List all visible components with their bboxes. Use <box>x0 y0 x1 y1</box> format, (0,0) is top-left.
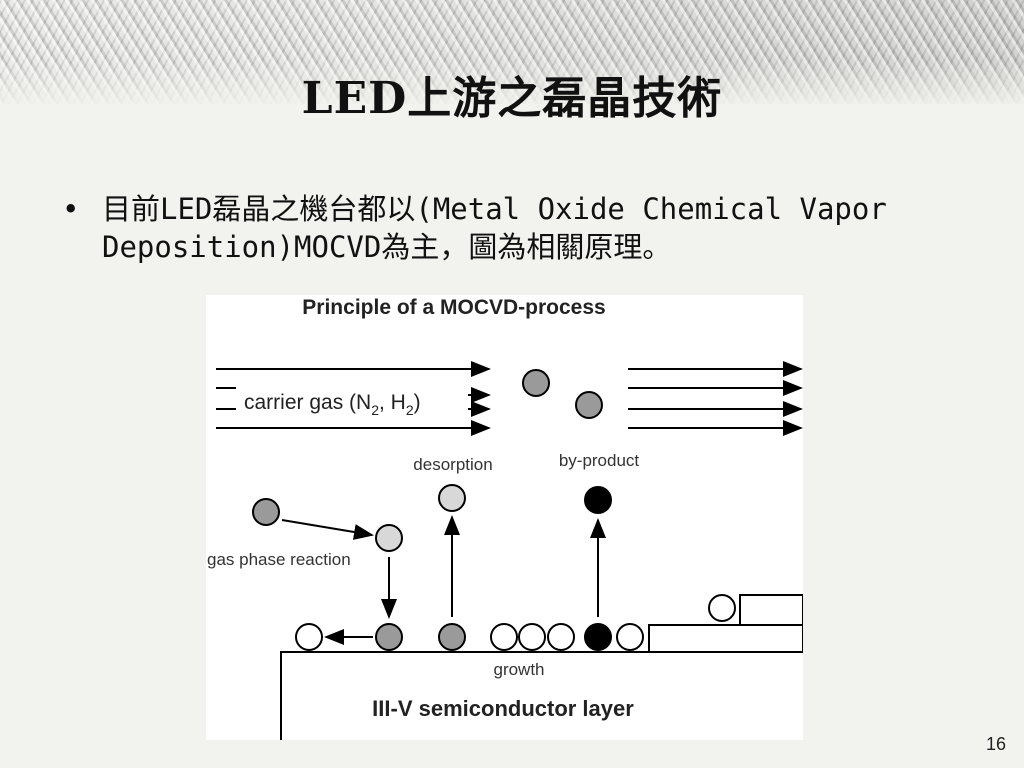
semiconductor-layer-label: III-V semiconductor layer <box>372 696 634 721</box>
step-particle <box>708 594 736 622</box>
header-fade <box>0 60 1024 104</box>
carrier-gas-arrows-right <box>628 361 803 436</box>
surface-particle <box>616 623 644 651</box>
page-number: 16 <box>985 734 1006 754</box>
bullet-marker: • <box>62 192 80 226</box>
mocvd-diagram-svg: Principle of a MOCVD-process carrier gas… <box>207 296 803 740</box>
gas-phase-reaction-label: gas phase reaction <box>207 550 351 569</box>
carrier-gas-label: carrier gas (N2, H2) <box>244 391 421 418</box>
surface-particle <box>490 623 518 651</box>
surface-particle <box>518 623 546 651</box>
growth-label: growth <box>493 660 544 679</box>
mocvd-diagram: Principle of a MOCVD-process carrier gas… <box>206 295 803 740</box>
desorbed-particle <box>438 484 466 512</box>
intermediate-particle <box>375 524 403 552</box>
surface-particle <box>375 623 403 651</box>
gas-molecule <box>575 391 603 419</box>
desorption-label: desorption <box>413 455 492 474</box>
surface-particles <box>295 594 736 651</box>
diagram-title: Principle of a MOCVD-process <box>302 296 605 319</box>
surface-particle <box>547 623 575 651</box>
surface-particle <box>295 623 323 651</box>
terrace-steps <box>648 594 803 653</box>
slide-title: LED上游之磊晶技術 <box>301 73 723 124</box>
gas-phase-arrow <box>281 519 374 540</box>
surface-particle <box>438 623 466 651</box>
surface-particle <box>584 623 612 651</box>
carrier-gas-arrows-left <box>216 361 491 436</box>
by-product-particle <box>584 486 612 514</box>
by-product-label: by-product <box>559 451 640 470</box>
bullet-text: 目前LED磊晶之機台都以(Metal Oxide Chemical Vapor … <box>102 192 887 264</box>
gas-molecule <box>522 369 550 397</box>
reactant-particle <box>252 498 280 526</box>
semiconductor-layer <box>280 651 803 740</box>
